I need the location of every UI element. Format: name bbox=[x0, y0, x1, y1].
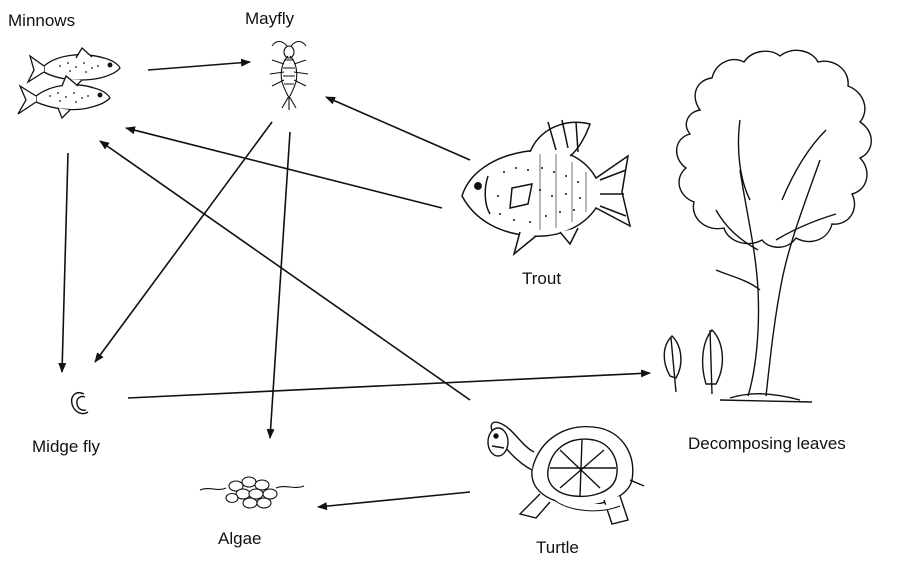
arrow-trout-to-minnows bbox=[126, 128, 442, 208]
arrow-trout-to-mayfly bbox=[326, 97, 470, 160]
label-algae: Algae bbox=[218, 529, 261, 549]
minnows-illustration bbox=[18, 48, 120, 118]
arrow-mayfly-to-algae bbox=[270, 132, 290, 438]
label-decomposing-leaves: Decomposing leaves bbox=[688, 434, 846, 454]
label-trout: Trout bbox=[522, 269, 561, 289]
label-turtle: Turtle bbox=[536, 538, 579, 558]
algae-illustration bbox=[200, 477, 304, 508]
arrow-turtle-to-algae bbox=[318, 492, 470, 507]
label-minnows: Minnows bbox=[8, 11, 75, 31]
arrow-minnows-to-midge bbox=[62, 153, 68, 372]
arrow-minnows-to-mayfly bbox=[148, 62, 250, 70]
arrow-turtle-to-minnows bbox=[100, 141, 470, 400]
label-midge-fly: Midge fly bbox=[32, 437, 100, 457]
tree-illustration bbox=[664, 50, 871, 402]
label-mayfly: Mayfly bbox=[245, 9, 294, 29]
trout-illustration bbox=[462, 120, 630, 254]
turtle-illustration bbox=[488, 422, 644, 524]
arrow-midge-to-leaves bbox=[128, 373, 650, 398]
midge-fly-illustration bbox=[72, 393, 88, 414]
mayfly-illustration bbox=[270, 42, 308, 111]
